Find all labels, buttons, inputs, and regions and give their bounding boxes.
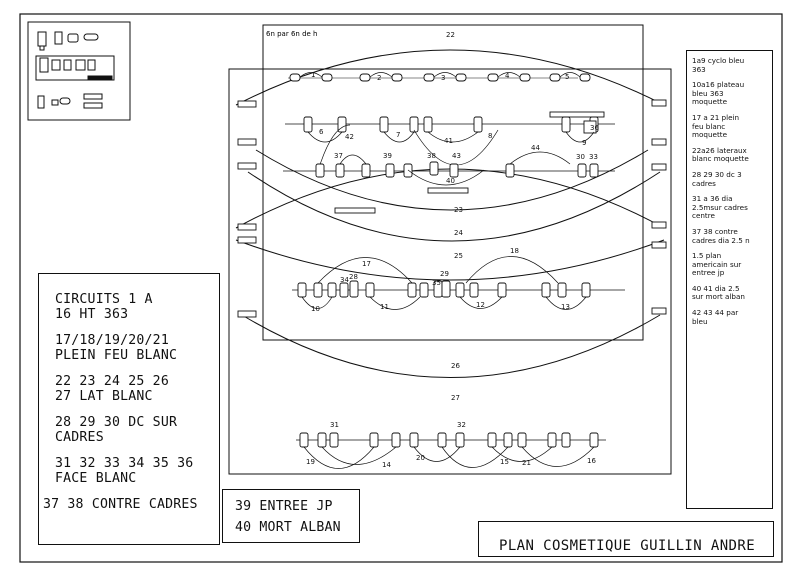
legend-line: FACE BLANC: [55, 471, 137, 486]
svg-text:19: 19: [306, 458, 315, 466]
svg-text:7: 7: [396, 131, 400, 139]
svg-text:1: 1: [311, 71, 315, 79]
svg-text:21: 21: [522, 459, 531, 467]
legend-note: 10a16 plateau bleu 363 moquette: [692, 80, 745, 107]
legend-group: 31 32 33 34 35 36 FACE BLANC: [55, 456, 219, 486]
svg-text:11: 11: [380, 303, 389, 311]
right-legend: 1a9 cyclo bleu 363 10a16 plateau bleu 36…: [686, 50, 773, 509]
svg-text:31: 31: [330, 421, 339, 429]
legend-note: 1.5 plan americain sur entree jp: [692, 251, 742, 278]
svg-text:9: 9: [582, 139, 586, 147]
arcs-row2: [339, 151, 571, 186]
legend-line: 31 32 33 34 35 36: [55, 456, 194, 471]
instruments-row1: [303, 116, 599, 134]
svg-text:18: 18: [510, 247, 519, 255]
legend-note: 1a9 cyclo bleu 363: [692, 56, 745, 74]
svg-text:5: 5: [565, 73, 569, 81]
svg-text:24: 24: [454, 229, 463, 237]
entry-line: 39 ENTREE JP: [235, 499, 333, 514]
svg-text:8: 8: [488, 132, 492, 140]
svg-text:30: 30: [576, 153, 585, 161]
legend-line: 22 23 24 25 26: [55, 374, 169, 389]
legend-note: 17 a 21 plein feu blanc moquette: [692, 112, 740, 140]
svg-text:16: 16: [587, 457, 596, 465]
legend-line: CADRES: [55, 430, 104, 445]
lateral-instruments: [237, 99, 667, 318]
outer-frame: [19, 13, 783, 563]
legend-note: 28 29 30 dc 3 cadres: [692, 169, 742, 188]
svg-text:44: 44: [531, 144, 540, 152]
legend-line: 27 LAT BLANC: [55, 389, 153, 404]
legend-line: 16 HT 363: [55, 307, 129, 322]
svg-text:27: 27: [451, 394, 460, 402]
legend-note: 22a26 lateraux blanc moquette: [692, 145, 749, 164]
legend-group: CIRCUITS 1 A 16 HT 363: [55, 292, 219, 322]
svg-text:25: 25: [454, 252, 463, 260]
arcs-row3: [301, 256, 587, 310]
svg-text:37: 37: [334, 152, 343, 160]
instruments-row4: [299, 432, 599, 448]
svg-text:33: 33: [589, 153, 598, 161]
svg-text:29: 29: [440, 270, 449, 278]
svg-text:36: 36: [590, 124, 599, 132]
svg-text:4: 4: [505, 72, 510, 80]
svg-text:2: 2: [377, 74, 381, 82]
svg-text:15: 15: [500, 458, 509, 466]
legend-group: 22 23 24 25 26 27 LAT BLANC: [55, 374, 219, 404]
svg-text:22: 22: [446, 31, 455, 39]
header-label: 6n par 6n de h: [266, 30, 317, 38]
circuits-legend: CIRCUITS 1 A 16 HT 363 17/18/19/20/21 PL…: [38, 273, 220, 545]
svg-text:10: 10: [311, 305, 320, 313]
circuit-labels: 1 2 3 4 5 6 7 8 9 10 11 12 13 14 15 16 1…: [306, 31, 599, 469]
legend-group: 28 29 30 DC SUR CADRES: [55, 415, 219, 445]
svg-text:38: 38: [427, 152, 436, 160]
svg-text:42: 42: [345, 133, 354, 141]
svg-text:39: 39: [383, 152, 392, 160]
svg-text:32: 32: [457, 421, 466, 429]
svg-text:14: 14: [382, 461, 391, 469]
svg-text:35: 35: [432, 279, 441, 287]
legend-line: 37 38 CONTRE CADRES: [43, 497, 198, 512]
svg-text:41: 41: [444, 137, 453, 145]
accessory-bars: [334, 111, 605, 214]
legend-note: 31 a 36 dia 2.5msur cadres centre: [692, 194, 748, 221]
legend-note: 37 38 contre cadres dia 2.5 n: [692, 226, 750, 245]
legend-note: 42 43 44 par bleu: [692, 308, 739, 326]
instruments-row2: [315, 161, 599, 178]
svg-text:28: 28: [349, 273, 358, 281]
svg-text:40: 40: [446, 177, 455, 185]
svg-text:17: 17: [362, 260, 371, 268]
legend-line: 17/18/19/20/21: [55, 333, 169, 348]
legend-line: CIRCUITS 1 A: [55, 292, 153, 307]
svg-text:26: 26: [451, 362, 460, 370]
entry-line: 40 MORT ALBAN: [235, 520, 341, 535]
plan-title: PLAN COSMETIQUE GUILLIN ANDRE: [499, 538, 756, 554]
entries-box: 39 ENTREE JP 40 MORT ALBAN: [222, 489, 360, 543]
svg-text:43: 43: [452, 152, 461, 160]
svg-text:12: 12: [476, 301, 485, 309]
cyclo-row: [288, 72, 591, 82]
svg-text:13: 13: [561, 303, 570, 311]
lateral-arcs: [235, 49, 665, 378]
stage-main-frame: [228, 68, 672, 475]
svg-text:34: 34: [340, 276, 349, 284]
instrument-key: [27, 21, 131, 121]
svg-text:3: 3: [441, 74, 445, 82]
arcs-row4: [303, 446, 595, 469]
svg-text:6: 6: [319, 128, 324, 136]
instruments-row3: [297, 280, 591, 298]
legend-group: 17/18/19/20/21 PLEIN FEU BLANC: [55, 333, 219, 363]
title-box: PLAN COSMETIQUE GUILLIN ANDRE: [478, 521, 774, 557]
legend-group: 37 38 CONTRE CADRES: [43, 497, 219, 512]
svg-text:23: 23: [454, 206, 463, 214]
legend-note: 40 41 dia 2.5 sur mort alban: [692, 283, 745, 302]
svg-text:20: 20: [416, 454, 425, 462]
legend-line: 28 29 30 DC SUR: [55, 415, 178, 430]
legend-line: PLEIN FEU BLANC: [55, 348, 178, 363]
